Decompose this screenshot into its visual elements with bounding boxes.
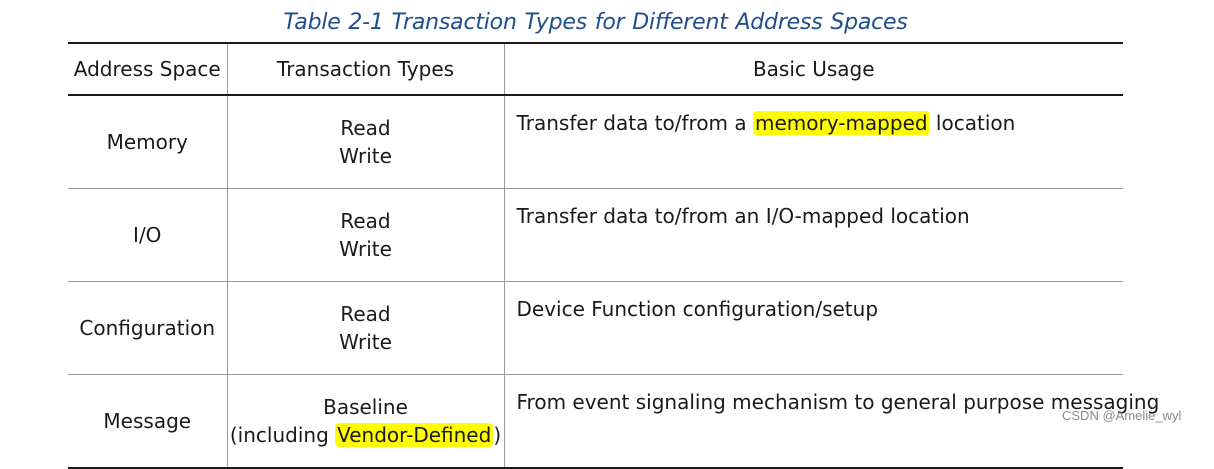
header-basic-usage: Basic Usage [503,43,1123,95]
transaction-type-read: Read [340,116,391,140]
cell-transaction-types: Read Write [226,188,504,282]
cell-basic-usage: From event signaling mechanism to genera… [503,374,1159,468]
cell-transaction-types: Read Write [226,281,504,375]
cell-basic-usage: Transfer data to/from an I/O-mapped loca… [503,188,1123,282]
transaction-type-write: Write [339,330,392,354]
table-caption: Table 2-1 Transaction Types for Differen… [283,10,908,35]
header-address-space: Address Space [73,57,221,81]
cell-transaction-types: Baseline (including Vendor-Defined) [226,374,504,468]
transaction-type-read: Read [340,209,391,233]
cell-address-space: Memory [106,130,188,154]
transaction-type-baseline: Baseline [323,395,408,419]
watermark: CSDN @Amelie_wyl [1062,408,1182,423]
table-row-memory: Memory Read Write Transfer data to/from … [68,95,1123,189]
table-row-message: Message Baseline (including Vendor-Defin… [68,374,1159,468]
transaction-type-write: Write [339,237,392,261]
cell-transaction-types: Read Write [226,95,504,189]
cell-address-space: Message [103,409,192,433]
table-header-row: Address Space Transaction Types Basic Us… [68,43,1123,95]
transaction-type-vendor-defined: (including Vendor-Defined) [228,421,504,449]
cell-address-space: Configuration [79,316,216,340]
transaction-types-table: Address Space Transaction Types Basic Us… [68,42,1159,469]
usage-text: location [929,111,1016,135]
header-transaction-types: Transaction Types [226,43,504,95]
transaction-type-read: Read [340,302,391,326]
highlighted-text: Vendor-Defined [335,423,494,447]
cell-address-space: I/O [133,223,162,247]
table-row-io: I/O Read Write Transfer data to/from an … [68,188,1123,282]
cell-basic-usage: Transfer data to/from a memory-mapped lo… [503,95,1123,189]
table-row-configuration: Configuration Read Write Device Function… [68,281,1123,375]
highlighted-text: memory-mapped [753,111,930,135]
types-text: ) [493,423,502,447]
cell-basic-usage: Device Function configuration/setup [503,281,1123,375]
types-text: (including [229,423,336,447]
usage-text: Transfer data to/from a [516,111,754,135]
transaction-type-write: Write [339,144,392,168]
